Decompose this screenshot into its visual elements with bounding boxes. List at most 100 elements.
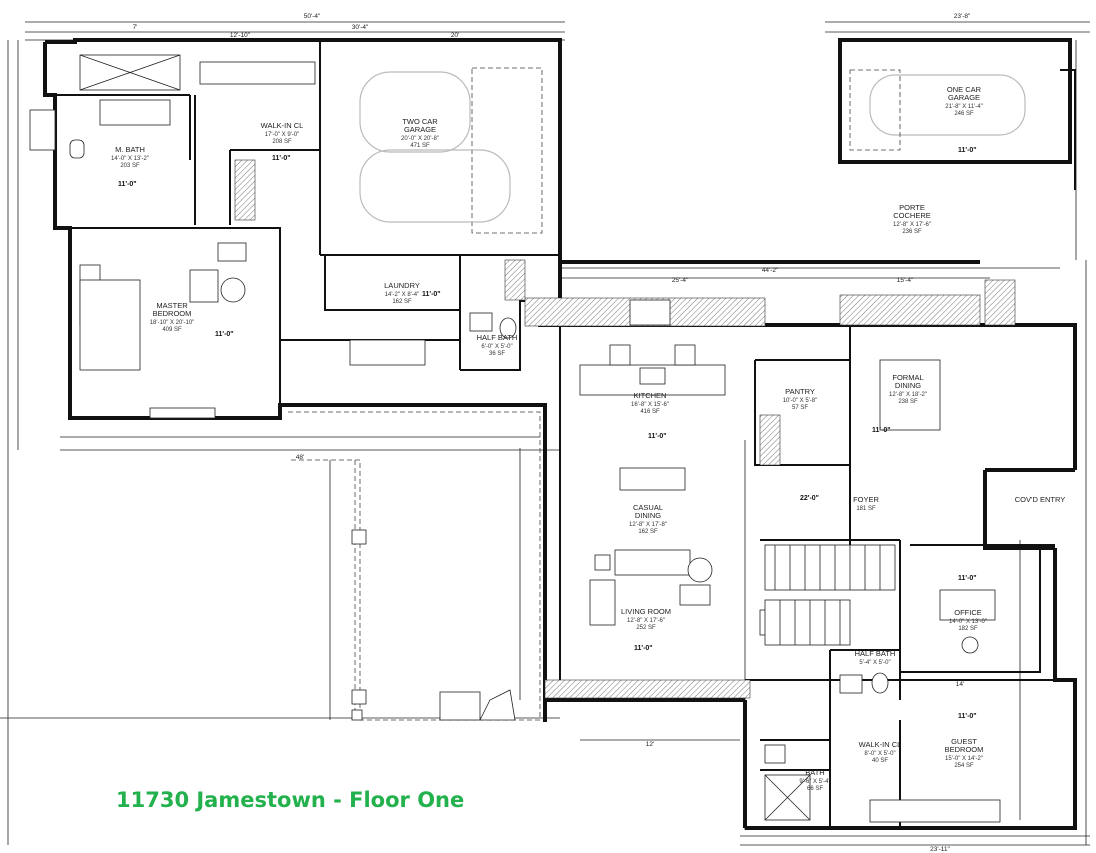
room-name: BEDROOM: [153, 309, 192, 318]
dim-top-segment: 12'-10": [230, 32, 251, 39]
dimension-labels: 50'-4" 23'-8" 7' 12'-10" 30'-4" 20' 48' …: [133, 13, 971, 853]
room-area: 254 SF: [954, 763, 974, 769]
room-name: GUEST: [951, 737, 977, 746]
room-name: GARAGE: [404, 125, 436, 134]
room-dims: 6'-0" X 5'-0": [481, 344, 512, 350]
room-area: 416 SF: [640, 409, 660, 415]
garage-area: [359, 67, 1026, 234]
room-dims: 8'-0" X 5'-0": [864, 751, 895, 757]
room-dims: 12'-8" X 18'-2": [889, 392, 927, 398]
ceiling-height: 22'-0": [800, 495, 819, 502]
room-dims: 16'-8" X 15'-6": [631, 402, 669, 408]
room-area: 471 SF: [410, 143, 430, 149]
fixtures: [29, 54, 1001, 823]
car-icon: [869, 74, 1026, 136]
room-area: 236 SF: [902, 229, 922, 235]
ceiling-height: 11'-0": [958, 575, 977, 582]
room-area: 246 SF: [954, 111, 974, 117]
room-area: 252 SF: [636, 625, 656, 631]
room-name: HALF BATH: [855, 649, 896, 658]
room-dims: 14'-0" X 13'-2": [111, 156, 149, 162]
room-name: KITCHEN: [634, 391, 667, 400]
room-name: DINING: [895, 381, 921, 390]
room-name: GARAGE: [948, 93, 980, 102]
room-dims: 21'-8" X 11'-4": [945, 104, 982, 110]
room-living-room: LIVING ROOM 12'-8" X 17'-6"252 SF 11'-0": [621, 607, 671, 652]
room-covd-entry: COV'D ENTRY: [1015, 495, 1065, 504]
room-dims: 12'-8" X 17'-6": [893, 222, 931, 228]
dim-mid: 44'-2": [762, 267, 779, 274]
room-name: WALK-IN CL: [859, 740, 902, 749]
room-dims: 12'-8" X 17'-6": [627, 618, 665, 624]
room-dims: 10'-0" X 5'-8": [783, 398, 818, 404]
room-name: FOYER: [853, 495, 879, 504]
room-name: PORTE: [899, 203, 925, 212]
room-foyer: FOYER 181 SF 22'-0": [800, 495, 879, 512]
ceiling-height: 11'-0": [272, 155, 291, 162]
room-dims: 17'-0" X 9'-0": [265, 132, 300, 138]
walls: [43, 38, 1077, 830]
ceiling-height: 11'-0": [634, 645, 653, 652]
dim-top-segment: 30'-4": [352, 24, 369, 31]
room-bath: BATH 9'-6" X 5'-4"66 SF: [799, 768, 830, 792]
room-walk-in-cl: WALK-IN CL 17'-0" X 9'-0"208 SF 11'-0": [261, 121, 304, 162]
dim-top-segment: 7': [133, 24, 138, 31]
dim-mid: 25'-4": [672, 277, 689, 284]
room-name: CASUAL: [633, 503, 663, 512]
room-area: 162 SF: [392, 299, 412, 305]
ceiling-height: 11'-0": [118, 181, 137, 188]
room-dims: 12'-8" X 17'-8": [629, 522, 667, 528]
room-area: 238 SF: [898, 399, 918, 405]
room-name: DINING: [635, 511, 661, 520]
room-area: 40 SF: [872, 758, 888, 764]
room-name: LAUNDRY: [384, 281, 420, 290]
patio-outline: [288, 411, 541, 721]
dim-top-segment: 20': [451, 32, 459, 39]
room-area: 66 SF: [807, 786, 823, 792]
dim-bottom: 14': [956, 681, 964, 688]
room-area: 181 SF: [856, 506, 876, 512]
room-name: PANTRY: [785, 387, 815, 396]
room-area: 182 SF: [958, 626, 978, 632]
dim-bottom: 12': [646, 741, 654, 748]
plan-title: 11730 Jamestown - Floor One: [116, 788, 465, 812]
room-area: 203 SF: [120, 163, 140, 169]
ceiling-height: 11'-0": [648, 433, 667, 440]
ceiling-height: 11'-0": [872, 427, 891, 434]
room-name: ONE CAR: [947, 85, 982, 94]
room-walk-in-cl-2: WALK-IN CL 8'-0" X 5'-0"40 SF: [859, 740, 902, 764]
room-name: BATH: [805, 768, 824, 777]
room-pantry: PANTRY 10'-0" X 5'-8"57 SF: [783, 387, 818, 411]
room-name: LIVING ROOM: [621, 607, 671, 616]
ceiling-height: 11'-0": [958, 713, 977, 720]
room-area: 409 SF: [162, 327, 182, 333]
stairs: [764, 544, 896, 646]
ceiling-height: 11'-0": [422, 291, 441, 298]
room-kitchen: KITCHEN 16'-8" X 15'-6"416 SF 11'-0": [631, 391, 669, 440]
room-name: WALK-IN CL: [261, 121, 304, 130]
room-name: COCHERE: [893, 211, 931, 220]
dim-right: 48': [296, 454, 304, 461]
room-dims: 9'-6" X 5'-4": [799, 779, 830, 785]
room-name: TWO CAR: [402, 117, 438, 126]
room-name: FORMAL: [892, 373, 923, 382]
room-area: 208 SF: [272, 139, 292, 145]
room-dims: 15'-0" X 14'-2": [945, 756, 983, 762]
room-area: 57 SF: [792, 405, 808, 411]
car-icon: [359, 71, 471, 153]
dim-bottom: 23'-11": [930, 846, 950, 853]
ceiling-height: 11'-0": [215, 331, 234, 338]
